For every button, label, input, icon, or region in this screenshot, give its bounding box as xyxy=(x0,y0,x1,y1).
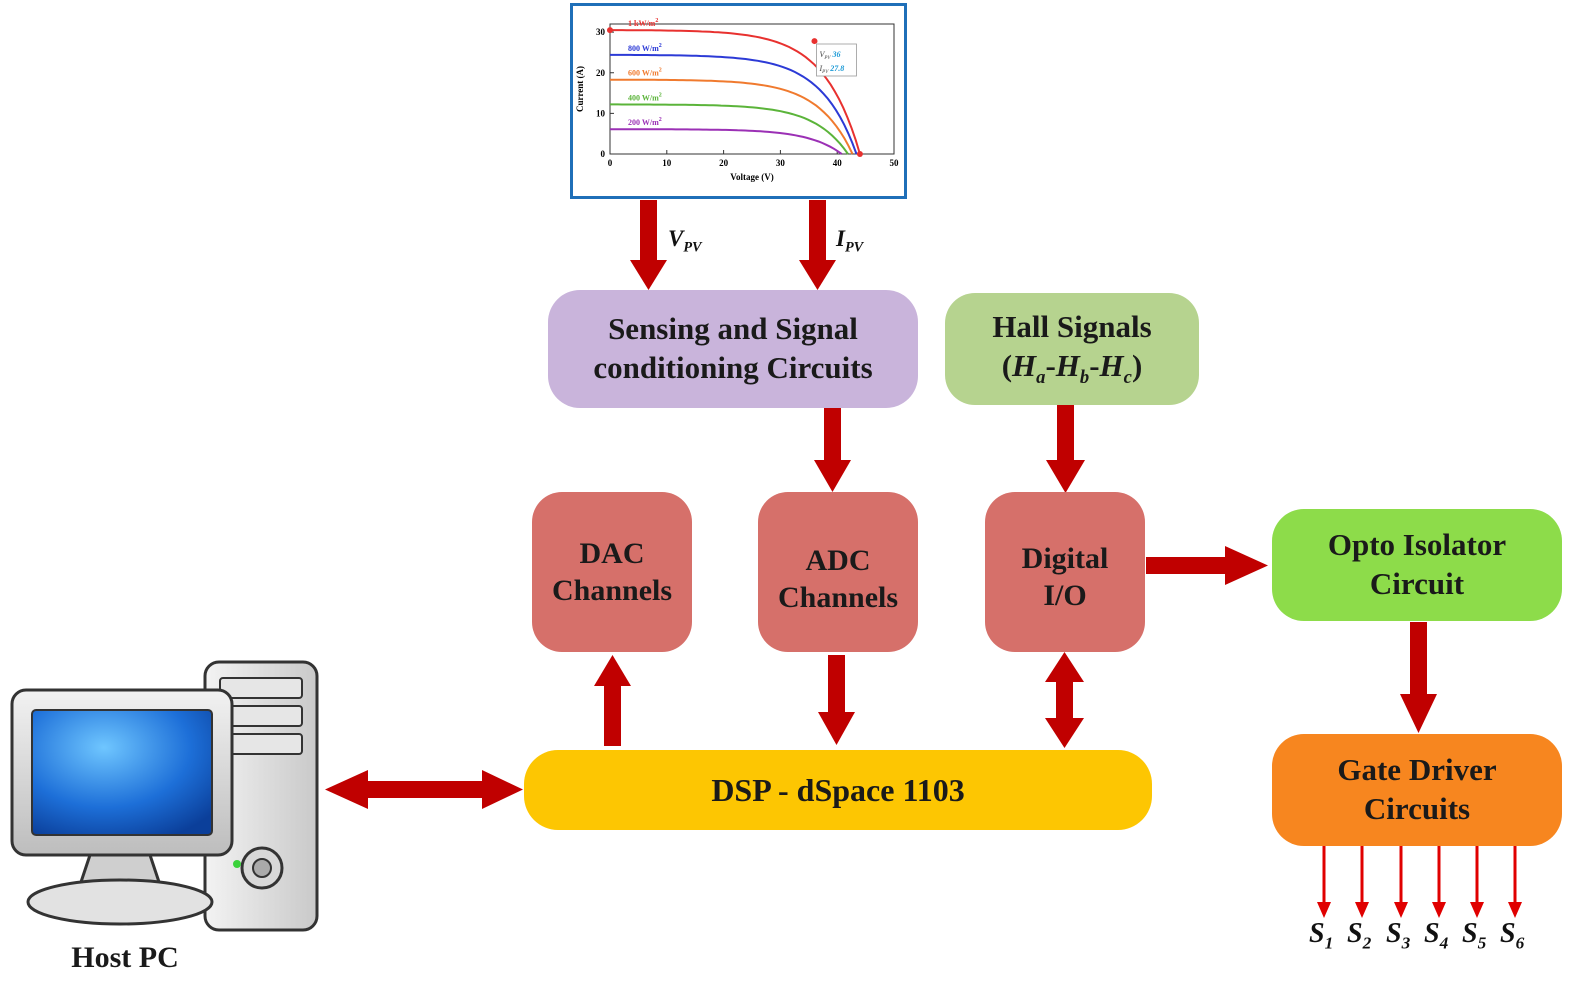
dac-channels-block[interactable]: DAC Channels xyxy=(532,492,692,652)
annotation-vpv: VPV 36 xyxy=(819,50,840,61)
curve-marker xyxy=(856,151,863,157)
dsp-to-dac-arrow xyxy=(594,655,631,746)
dio-dsp-bidirectional-arrow xyxy=(1045,652,1084,748)
series-line xyxy=(610,103,849,155)
hall-to-dio-arrow xyxy=(1046,405,1085,493)
legend-entry: 1 kW/m2 xyxy=(628,18,658,28)
curve-marker xyxy=(607,27,613,34)
dsp-block[interactable]: DSP - dSpace 1103 xyxy=(524,750,1152,830)
s3-label: S3 xyxy=(1386,918,1411,953)
opto-line1: Opto Isolator xyxy=(1327,527,1507,563)
ipv-label: IPV xyxy=(836,226,864,256)
x-tick-label: 10 xyxy=(662,158,672,168)
host-dsp-bidirectional-arrow xyxy=(325,770,523,809)
y-axis-label: Current (A) xyxy=(575,66,585,112)
annotation-ipv: IPV 27.8 xyxy=(818,64,844,75)
dio-to-opto-arrow xyxy=(1146,546,1268,585)
x-tick-label: 30 xyxy=(776,158,786,168)
s6-label: S6 xyxy=(1500,918,1525,953)
ipv-arrow xyxy=(799,200,836,290)
adc-line1: ADC xyxy=(805,543,871,577)
dac-line2: Channels xyxy=(551,574,673,607)
legend-entry: 200 W/m2 xyxy=(628,117,662,127)
opto-to-gate-arrow xyxy=(1400,622,1437,733)
opto-line2: Circuit xyxy=(1369,566,1465,601)
x-tick-label: 40 xyxy=(833,158,843,168)
x-axis-label: Voltage (V) xyxy=(730,172,773,182)
adc-to-dsp-arrow xyxy=(818,655,855,745)
dac-line1: DAC xyxy=(579,536,645,570)
series-line xyxy=(610,78,854,155)
x-tick-label: 50 xyxy=(890,158,900,168)
s4-label: S4 xyxy=(1424,918,1449,953)
annotation-box xyxy=(816,43,857,77)
curve-marker xyxy=(811,38,818,45)
hall-line1: Hall Signals xyxy=(992,309,1152,345)
dio-line2: I/O xyxy=(1043,579,1087,612)
series-line xyxy=(610,53,858,155)
gate-output-arrows xyxy=(1317,845,1522,918)
sensing-to-adc-arrow xyxy=(814,408,851,492)
s2-label: S2 xyxy=(1347,918,1372,953)
legend-entry: 400 W/m2 xyxy=(628,92,662,102)
series-line xyxy=(610,128,843,155)
vpv-arrow xyxy=(630,200,667,290)
s1-label: S1 xyxy=(1309,918,1334,953)
sensing-line2: conditioning Circuits xyxy=(593,350,873,385)
gate-line1: Gate Driver xyxy=(1337,752,1497,788)
legend-entry: 600 W/m2 xyxy=(628,68,662,78)
vpv-label: VPV xyxy=(668,226,702,256)
hall-line2: (Ha-Hb-Hc) xyxy=(1001,348,1143,389)
host-pc-icon xyxy=(10,660,319,932)
x-tick-label: 0 xyxy=(608,158,613,168)
host-pc-label: Host PC xyxy=(71,941,179,975)
hall-signals-block[interactable]: Hall Signals (Ha-Hb-Hc) xyxy=(945,293,1199,405)
s5-label: S5 xyxy=(1462,918,1487,953)
adc-channels-block[interactable]: ADC Channels xyxy=(758,492,918,652)
sensing-line1: Sensing and Signal xyxy=(608,311,858,347)
plot-area xyxy=(609,23,895,155)
y-tick-label: 10 xyxy=(596,108,606,118)
y-tick-label: 0 xyxy=(601,149,606,159)
y-tick-label: 30 xyxy=(596,27,606,37)
dio-line1: Digital xyxy=(1021,541,1109,575)
gate-line2: Circuits xyxy=(1363,791,1471,826)
legend-entry: 800 W/m2 xyxy=(628,43,662,53)
x-tick-label: 20 xyxy=(719,158,729,168)
adc-line2: Channels xyxy=(777,581,899,614)
y-tick-label: 20 xyxy=(596,68,606,78)
dsp-label: DSP - dSpace 1103 xyxy=(711,772,965,808)
